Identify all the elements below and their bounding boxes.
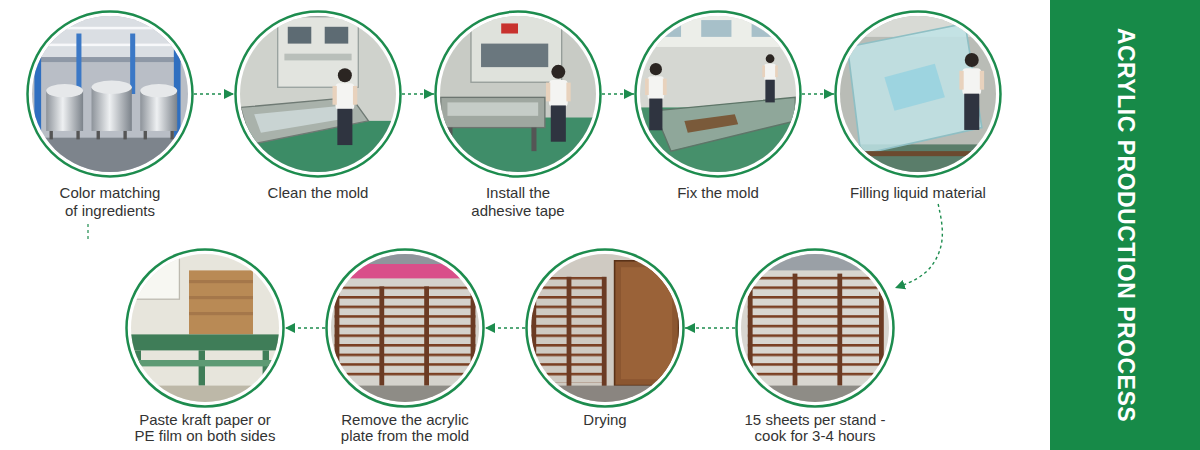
photo-circle bbox=[26, 10, 194, 178]
step-caption: Filling liquid material bbox=[836, 184, 1000, 202]
step-caption: Remove the acrylic plate from the mold bbox=[331, 412, 479, 444]
photo-circle bbox=[834, 10, 1002, 178]
step-photo bbox=[325, 248, 485, 408]
flow-arrow bbox=[485, 327, 525, 328]
photo-circle bbox=[634, 10, 802, 178]
photo-circle bbox=[234, 10, 402, 178]
step-caption: Install the adhesive tape bbox=[462, 184, 574, 220]
process-step: Install the adhesive tape bbox=[434, 10, 602, 220]
process-step: Fix the mold bbox=[634, 10, 802, 202]
flow-arrow bbox=[685, 327, 735, 328]
process-step: Filling liquid material bbox=[834, 10, 1002, 202]
process-step: Paste kraft paper or PE film on both sid… bbox=[125, 248, 285, 444]
step-photo bbox=[525, 248, 685, 408]
step-photo bbox=[26, 10, 194, 178]
step-photo bbox=[125, 248, 285, 408]
photo-circle bbox=[434, 10, 602, 178]
process-step: Color matching of ingredients bbox=[26, 10, 194, 220]
step-caption: Clean the mold bbox=[236, 184, 400, 202]
photo-circle bbox=[125, 248, 285, 408]
flow-arrow bbox=[285, 327, 325, 328]
photo-circle bbox=[735, 248, 895, 408]
process-step: 15 sheets per stand - cook for 3-4 hours bbox=[735, 248, 895, 444]
title-band: ACRYLIC PRODUCTION PROCESS bbox=[1050, 0, 1200, 450]
step-caption: Color matching of ingredients bbox=[54, 184, 166, 220]
photo-circle bbox=[525, 248, 685, 408]
step-caption: Paste kraft paper or PE film on both sid… bbox=[131, 412, 279, 444]
step-photo bbox=[735, 248, 895, 408]
step-photo bbox=[234, 10, 402, 178]
step-photo bbox=[834, 10, 1002, 178]
dashed-leader bbox=[87, 224, 88, 240]
flow-arrow bbox=[602, 93, 634, 94]
flow-arrow bbox=[895, 204, 942, 288]
flow-arrow bbox=[194, 93, 234, 94]
step-photo bbox=[634, 10, 802, 178]
diagram-title: ACRYLIC PRODUCTION PROCESS bbox=[1112, 28, 1139, 422]
step-caption: Drying bbox=[530, 412, 680, 428]
process-step: Drying bbox=[525, 248, 685, 428]
step-caption: 15 sheets per stand - cook for 3-4 hours bbox=[740, 412, 890, 444]
step-caption: Fix the mold bbox=[636, 184, 800, 202]
process-step: Clean the mold bbox=[234, 10, 402, 202]
step-photo bbox=[434, 10, 602, 178]
photo-circle bbox=[325, 248, 485, 408]
flow-arrow bbox=[802, 93, 834, 94]
process-step: Remove the acrylic plate from the mold bbox=[325, 248, 485, 444]
flow-arrow bbox=[402, 93, 434, 94]
